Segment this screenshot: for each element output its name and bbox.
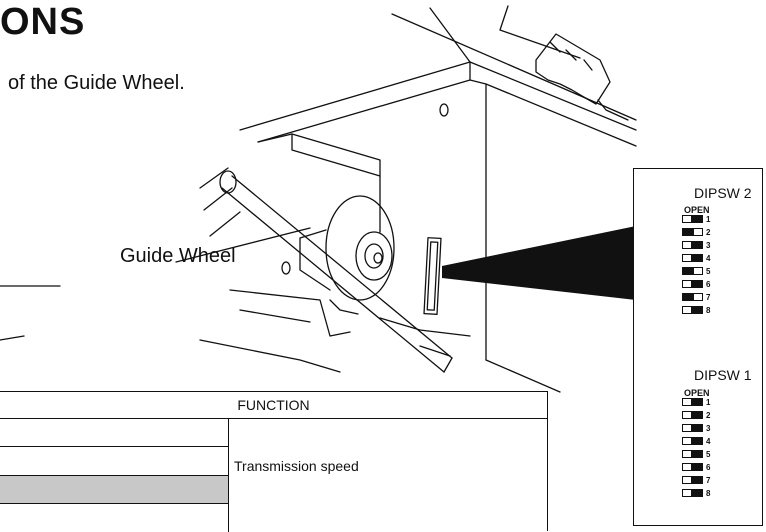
dip-switch-panel: DIPSW 2 OPEN 1 2 3 4 5 6 7 8 DIPSW 1 OPEN 1 2 3 4 5… [633,168,763,526]
dipsw2-switch-number: 5 [706,267,711,276]
switch-lever [691,477,702,483]
dipsw2-title: DIPSW 2 [694,185,752,201]
switch-lever [691,399,702,405]
dipsw1-switch-6 [682,463,703,471]
zoom-wedge [442,226,636,300]
panel-top-edge [391,13,637,121]
dipsw1-switch-number: 6 [706,463,711,472]
dipsw1-open-label: OPEN [684,388,710,398]
dipsw1-switch-number: 4 [706,437,711,446]
dipsw2-switch-number: 8 [706,306,711,315]
dipsw1-title: DIPSW 1 [694,367,752,383]
table-row [0,419,228,447]
switch-lever [691,412,702,418]
instruction-text: of the Guide Wheel. [8,72,185,94]
dipsw1-switch-4 [682,437,703,445]
table-row [0,476,228,504]
bracket-plate [257,133,381,233]
main-panel [469,61,487,361]
dip-switch-location [423,237,442,315]
switch-lever [683,294,694,300]
dipsw1-switch-1 [682,398,703,406]
dipsw1-switch-number: 5 [706,450,711,459]
dipsw2-open-label: OPEN [684,205,710,215]
housing-edge-top-2 [257,79,471,143]
switch-lever [691,464,702,470]
dipsw1-switch-8 [682,489,703,497]
column-divider [228,419,229,532]
dipsw2-switch-5 [682,267,703,275]
switch-lever [691,281,702,287]
switch-lever [691,216,702,222]
switch-lever [691,438,702,444]
dipsw1-switch-number: 3 [706,424,711,433]
table-row [0,446,228,476]
dipsw1-switch-7 [682,476,703,484]
switch-lever [683,268,694,274]
dipsw2-switch-number: 7 [706,293,711,302]
dipsw2-switch-4 [682,254,703,262]
dipsw1-switch-5 [682,450,703,458]
dipsw2-switch-number: 4 [706,254,711,263]
top-arm [429,7,471,63]
switch-lever [691,451,702,457]
switch-lever [691,255,702,261]
dipsw2-switch-2 [682,228,703,236]
hinge [535,33,611,105]
dipsw1-switch-2 [682,411,703,419]
dipsw1-switch-number: 8 [706,489,711,498]
dipsw1-switch-3 [682,424,703,432]
switch-lever [691,307,702,313]
function-table: FUNCTION Transmission speed [0,391,548,532]
guide-wheel-label: Guide Wheel [120,245,236,267]
guide-wheel-leader [175,227,311,263]
dipsw2-switch-number: 6 [706,280,711,289]
shaft [231,175,453,359]
switch-lever [683,229,694,235]
dipsw2-switch-6 [682,280,703,288]
section-heading: ONS [0,1,86,43]
switch-lever [691,425,702,431]
dipsw2-switch-number: 2 [706,228,711,237]
dipsw2-switch-8 [682,306,703,314]
dipsw2-switch-1 [682,215,703,223]
dipsw2-switch-3 [682,241,703,249]
switch-lever [691,490,702,496]
function-value: Transmission speed [234,458,359,474]
dipsw2-switch-number: 1 [706,215,711,224]
housing-edge-top [239,61,471,131]
highlighted-row [0,476,228,503]
dipsw2-switch-7 [682,293,703,301]
panel-top-edge-2 [469,61,637,131]
switch-lever [691,242,702,248]
guide-wheel-outer [325,195,395,301]
dipsw1-switch-number: 1 [706,398,711,407]
dipsw1-switch-number: 2 [706,411,711,420]
function-header: FUNCTION [0,392,547,419]
dipsw2-switch-number: 3 [706,241,711,250]
top-arm-2 [499,5,581,59]
dipsw1-switch-number: 7 [706,476,711,485]
